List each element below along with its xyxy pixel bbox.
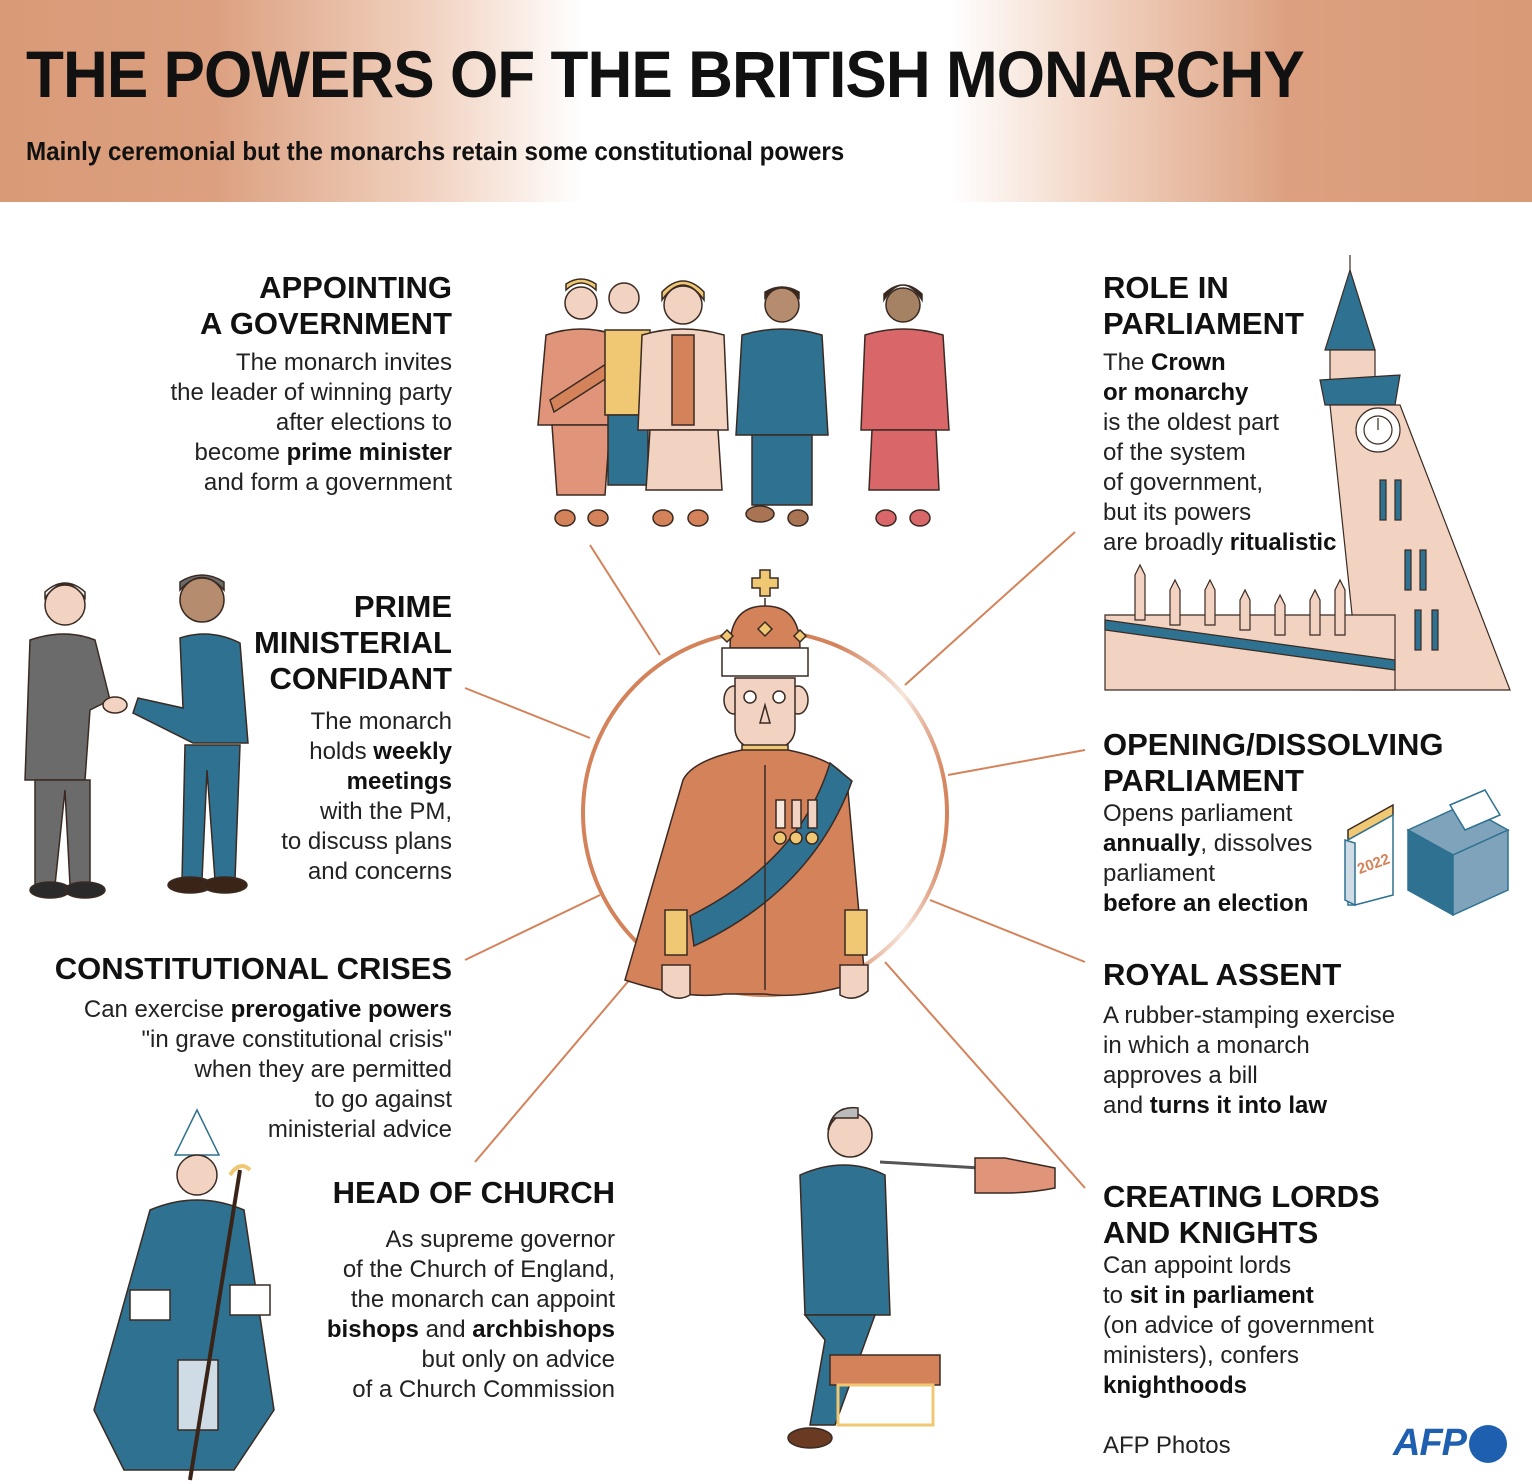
body-line: ministerial advice: [267, 1116, 452, 1143]
afp-logo-dot-icon: [1469, 1424, 1507, 1463]
section-role-in-parliament: ROLE IN PARLIAMENT The Crown or monarchy i…: [1103, 270, 1373, 558]
body-line: knighthoods: [1103, 1372, 1247, 1399]
section-creating-lords-knights: CREATING LORDS AND KNIGHTS Can appoint l…: [1103, 1179, 1483, 1401]
page-title: THE POWERS OF THE BRITISH MONARCHY: [26, 37, 1305, 111]
body-line: "in grave constitutional crisis": [141, 1026, 453, 1053]
header-banner: THE POWERS OF THE BRITISH MONARCHY Mainl…: [0, 0, 1532, 202]
body-line: A rubber-stamping exercise: [1103, 1002, 1396, 1029]
section-heading: ROLE IN PARLIAMENT: [1103, 270, 1304, 341]
afp-logo: AFP: [1393, 1422, 1507, 1465]
body-line: and concerns: [307, 858, 452, 885]
connector-lines: [464, 531, 1086, 1189]
section-body: Opens parliament annually, dissolves parli…: [1103, 799, 1483, 919]
big-ben-illustration: [1104, 255, 1511, 691]
body-line: to go against: [314, 1086, 452, 1113]
body-line: annually, dissolves: [1103, 830, 1313, 857]
body-line: bishops and archbishops: [326, 1316, 615, 1343]
body-line: in which a monarch: [1103, 1032, 1310, 1059]
section-heading: APPOINTING A GOVERNMENT: [199, 270, 452, 341]
body-line: of government,: [1103, 469, 1264, 496]
section-constitutional-crises: CONSTITUTIONAL CRISES Can exercise prero…: [30, 951, 452, 1145]
body-line: and turns it into law: [1103, 1092, 1328, 1119]
section-pm-confidant: PRIME MINISTERIAL CONFIDANT The monarch h…: [230, 589, 452, 887]
section-body: A rubber-stamping exercise in which a mon…: [1103, 1001, 1483, 1121]
section-heading: ROYAL ASSENT: [1103, 957, 1342, 992]
body-line: ministers), confers: [1103, 1342, 1300, 1369]
photo-credit: AFP Photos: [1103, 1432, 1231, 1459]
body-line: holds weekly: [309, 738, 452, 765]
body-line: the leader of winning party: [170, 379, 452, 406]
section-appointing-government: APPOINTING A GOVERNMENT The monarch invi…: [100, 270, 452, 498]
body-line: the monarch can appoint: [350, 1286, 615, 1313]
body-line: of the Church of England,: [342, 1256, 615, 1283]
body-line: The monarch: [310, 708, 452, 735]
section-heading: OPENING/DISSOLVING PARLIAMENT: [1103, 727, 1444, 798]
page-subtitle: Mainly ceremonial but the monarchs retai…: [26, 136, 845, 166]
body-line: but its powers: [1103, 499, 1252, 526]
section-heading: CREATING LORDS AND KNIGHTS: [1103, 1179, 1380, 1250]
body-line: Opens parliament: [1103, 800, 1293, 827]
body-line: to discuss plans: [281, 828, 452, 855]
body-line: parliament: [1103, 860, 1216, 887]
section-heading: HEAD OF CHURCH: [332, 1175, 615, 1210]
handshake-illustration: [24, 574, 249, 899]
body-line: The Crown: [1103, 349, 1226, 376]
body-line: after elections to: [275, 409, 452, 436]
section-royal-assent: ROYAL ASSENT A rubber-stamping exercise i…: [1103, 957, 1483, 1121]
section-opening-dissolving: OPENING/DISSOLVING PARLIAMENT Opens parl…: [1103, 727, 1483, 919]
body-line: Can exercise prerogative powers: [83, 996, 452, 1023]
body-line: before an election: [1103, 890, 1309, 917]
body-line: of the system: [1103, 439, 1246, 466]
body-line: but only on advice: [421, 1346, 615, 1373]
body-line: Can appoint lords: [1103, 1252, 1292, 1279]
section-body: The Crown or monarchy is the oldest part of…: [1103, 348, 1373, 558]
body-line: become prime minister: [194, 439, 452, 466]
section-heading: CONSTITUTIONAL CRISES: [54, 951, 452, 986]
section-body: The monarch holds weekly meetings with the …: [230, 707, 452, 887]
calendar-icon: 2022: [1344, 803, 1394, 907]
section-heading: PRIME MINISTERIAL CONFIDANT: [253, 589, 452, 696]
body-line: when they are permitted: [194, 1056, 452, 1083]
section-body: The monarch invites the leader of winning…: [100, 348, 452, 498]
body-line: meetings: [346, 768, 452, 795]
government-group-illustration: [537, 278, 950, 527]
body-line: is the oldest part: [1103, 409, 1280, 436]
body-line: or monarchy: [1103, 379, 1249, 406]
section-body: Can exercise prerogative powers "in grave…: [30, 995, 452, 1145]
bishop-illustration: [93, 1108, 275, 1481]
body-line: are broadly ritualistic: [1103, 529, 1337, 556]
body-line: and form a government: [203, 469, 452, 496]
monarch-illustration: [624, 569, 869, 999]
body-line: (on advice of government: [1103, 1312, 1374, 1339]
body-line: with the PM,: [319, 798, 452, 825]
body-line: of a Church Commission: [352, 1376, 615, 1403]
section-head-of-church: HEAD OF CHURCH As supreme governor of the…: [300, 1175, 615, 1405]
section-body: As supreme governor of the Church of Engl…: [300, 1225, 615, 1405]
body-line: approves a bill: [1103, 1062, 1258, 1089]
knighting-illustration: [787, 1106, 1056, 1449]
ballot-box-icon: [1406, 789, 1510, 917]
section-body: Can appoint lords to sit in parliament (on…: [1103, 1251, 1483, 1401]
body-line: The monarch invites: [235, 349, 452, 376]
body-line: to sit in parliament: [1103, 1282, 1314, 1309]
body-line: As supreme governor: [385, 1226, 615, 1253]
